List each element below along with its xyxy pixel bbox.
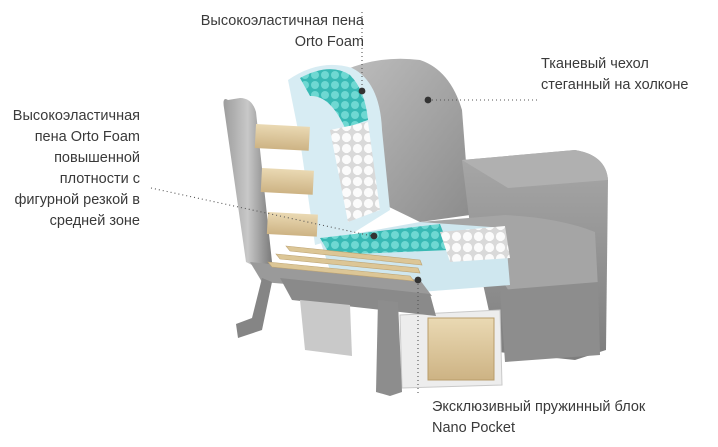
label-line: Тканевый чехол: [541, 56, 649, 72]
seat-wood-slats: [267, 245, 423, 282]
back-wood-slats: [254, 123, 318, 237]
label-line: средней зоне: [49, 213, 140, 229]
frame-leg-left: [236, 278, 272, 338]
leader-dots: [358, 87, 432, 284]
label-line: повышенной: [54, 150, 140, 166]
label-foam-side: Высокоэластичная пена Orto Foam повышенн…: [0, 106, 140, 232]
label-line: Эксклюзивный пружинный блок: [432, 399, 646, 415]
back-foam-teal: [300, 69, 368, 128]
label-line: Nano Pocket: [432, 420, 516, 436]
seat-springs: [440, 226, 510, 262]
frame-hinge: [300, 300, 352, 356]
label-line: Высокоэластичная пена: [200, 13, 364, 29]
seat-foam-teal: [320, 224, 450, 255]
leader-lines: [150, 12, 537, 396]
seat-front-fabric: [500, 282, 600, 362]
frame-seat-rail: [250, 262, 432, 296]
label-spring-block: Эксклюзивный пружинный блок Nano Pocket: [432, 397, 712, 439]
armrest-top: [462, 150, 608, 188]
label-line: Orto Foam: [294, 34, 364, 50]
frame-leg-right: [376, 300, 402, 396]
label-foam-top: Высокоэластичная пена Orto Foam: [124, 11, 364, 53]
label-line: Высокоэластичная: [12, 108, 140, 124]
wood-panel: [427, 317, 495, 381]
label-line: фигурной резкой в: [14, 192, 140, 208]
frame-back-rail: [223, 98, 272, 270]
label-line: стеганный на холконе: [541, 77, 689, 93]
label-cover: Тканевый чехол стеганный на холконе: [541, 54, 716, 96]
label-line: плотности с: [59, 171, 140, 187]
back-springs: [330, 122, 380, 222]
label-line: пена Orto Foam: [34, 129, 140, 145]
